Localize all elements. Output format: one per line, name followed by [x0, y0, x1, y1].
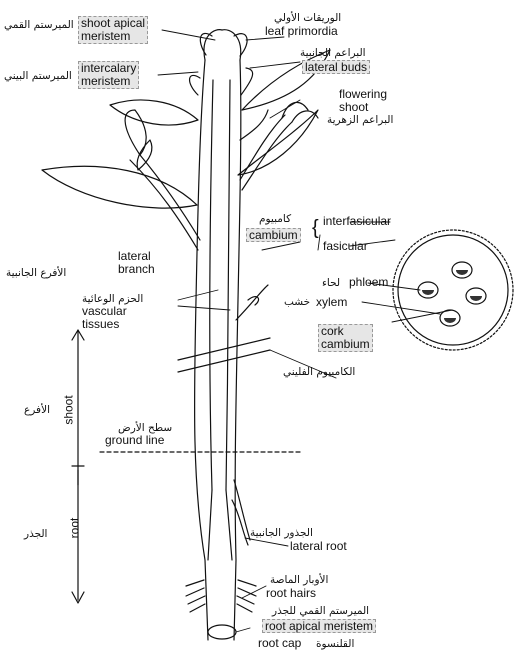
xylem-ar-label: خشب: [284, 296, 310, 308]
cambium-brace: {: [312, 210, 319, 246]
root-hairs-left: [186, 580, 205, 612]
cork-cambium-label: cork cambium: [318, 324, 373, 352]
lateral-branch-ar-label: الأفرع الجانبية: [6, 267, 66, 279]
leaf-upper-right: [242, 50, 330, 110]
stem-cut-2: [178, 350, 270, 372]
lateral-buds-ar-label: البراعم الجانبية: [300, 47, 366, 59]
flowering-shoot-label: flowering shoot: [339, 88, 387, 114]
xylem-label: xylem: [316, 296, 347, 308]
root-hairs-label: root hairs: [266, 587, 316, 599]
lateral-bud-left: [190, 75, 200, 95]
stem-outline-left: [195, 60, 208, 640]
cross-section-inner: [398, 235, 508, 345]
intercalary-meristem-label: intercalary meristem: [78, 61, 139, 89]
leaf-small-right: [240, 110, 268, 140]
vascular-branch: [236, 285, 268, 320]
root-cap-ar-label: القلنسوة: [316, 638, 354, 650]
vascular-bundles-fill: [422, 270, 482, 323]
cross-section-outer: [393, 230, 513, 350]
leaf-upper-left: [110, 100, 198, 125]
root-label: root: [68, 518, 80, 539]
leaf-primordium-left: [200, 33, 212, 55]
phloem-ar-label: لحاء: [322, 277, 340, 289]
cambium-ar-label: كامبيوم: [259, 213, 291, 225]
lateral-bud-right: [241, 68, 253, 95]
lateral-root: [232, 480, 250, 545]
root-apical-meristem-ar-label: الميرستم القمي للجذر: [272, 605, 369, 617]
shoot-apical-meristem-ar-label: الميرستم القمي: [4, 19, 74, 31]
lateral-branch: [130, 155, 200, 250]
shoot-apical-meristem-label: shoot apical meristem: [78, 16, 148, 44]
intercalary-meristem-ar-label: الميرستم البيني: [4, 70, 72, 82]
lateral-buds-label: lateral buds: [302, 60, 370, 74]
interfasicular-label: interfasicular: [323, 215, 391, 227]
lateral-root-ar-label: الجذور الجانبية: [250, 527, 313, 539]
root-apical-meristem-label: root apical meristem: [262, 619, 376, 633]
fasicular-label: fasicular: [323, 240, 368, 252]
cambium-label: cambium: [246, 228, 301, 242]
lateral-root-label: lateral root: [290, 540, 347, 552]
root-cap: [208, 625, 236, 639]
axis-arrows: [72, 330, 84, 603]
root-hairs-ar-label: الأوبار الماصة: [270, 574, 328, 586]
stem-outline-right: [234, 60, 241, 640]
leaf-mid-right: [238, 110, 318, 175]
leaf-primordia-label: leaf primordia: [265, 25, 338, 37]
cork-cambium-ar-label: الكامبيوم الفليني: [283, 366, 355, 378]
vascular-line-3: [208, 490, 212, 560]
vascular-line-4: [226, 490, 232, 560]
lateral-branch-label: lateral branch: [118, 250, 155, 276]
phloem-label: phloem: [349, 276, 388, 288]
root-cap-label: root cap: [258, 637, 301, 649]
shoot-ar-label: الأفرع: [24, 404, 50, 416]
root-ar-label: الجذر: [24, 528, 47, 540]
vascular-line-1: [210, 80, 213, 490]
shoot-label: shoot: [63, 395, 75, 424]
leaf-mid-left: [42, 166, 197, 208]
vascular-line-2: [226, 80, 230, 490]
flowering-shoot-ar-label: البراعم الزهرية: [327, 114, 393, 126]
ground-line-label: ground line: [105, 434, 164, 446]
vascular-tissues-label: vascular tissues: [82, 305, 127, 331]
stem-cut-1: [178, 338, 270, 360]
leaf-primordia-ar-label: الوريقات الأولي: [274, 12, 341, 24]
